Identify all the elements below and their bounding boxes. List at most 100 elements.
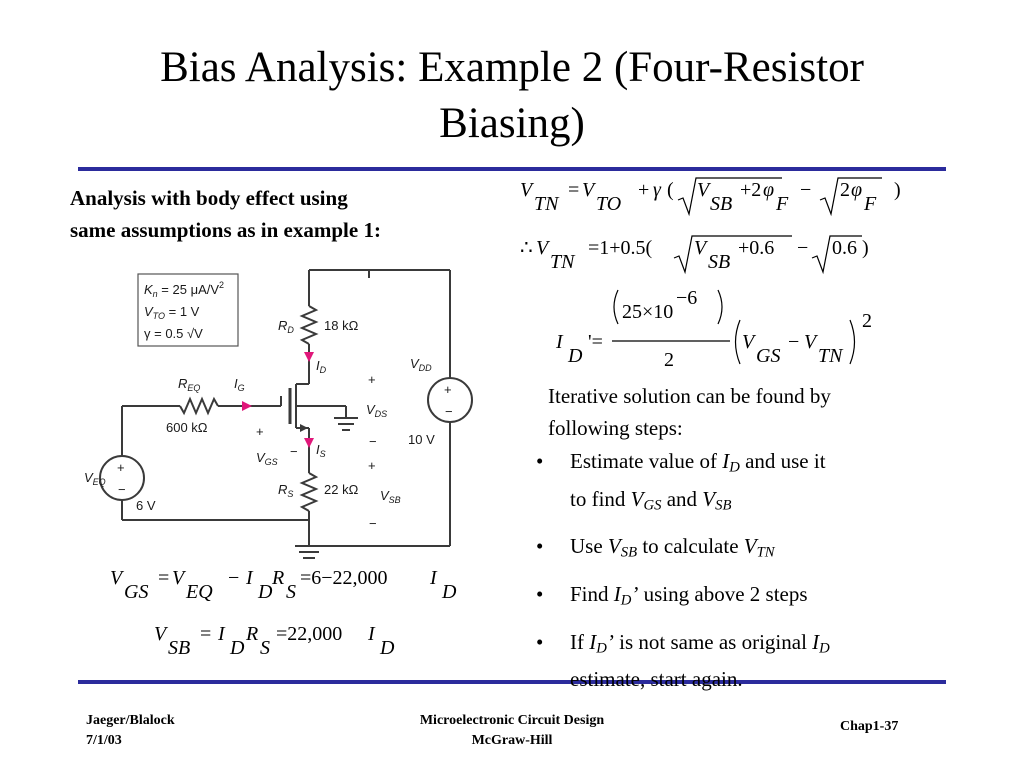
veq-sym: V	[172, 567, 187, 589]
resistor-rs	[299, 472, 319, 512]
footer-center: Microelectronic Circuit Design McGraw-Hi…	[362, 711, 662, 751]
vgs-minus: −	[290, 444, 298, 459]
step-text: If	[570, 629, 590, 654]
rs-sub: S	[286, 581, 296, 603]
mosfet-arrow-icon	[300, 424, 308, 432]
list-item: • Use VSB to calculate VTN	[532, 531, 942, 569]
step-text: and	[661, 486, 703, 511]
step-text: to find	[570, 486, 631, 511]
vgs-rhs: =6−22,000	[300, 567, 388, 589]
sym: V	[743, 534, 757, 559]
id-sym: I	[555, 331, 564, 353]
title-line-2: Biasing)	[439, 100, 585, 147]
params-text: Kn = 25 μA/V2 VTO = 1 V γ = 0.5 √V	[144, 280, 224, 341]
label-is: IS	[316, 442, 326, 459]
phi-sub: F	[775, 193, 789, 215]
circuit-diagram: Kn = 25 μA/V2 VTO = 1 V γ = 0.5 √V RD 18…	[84, 269, 473, 559]
sub: D	[596, 640, 607, 657]
vsb-sub: SB	[710, 193, 732, 215]
list-item: • Estimate value of ID and use it to fin…	[532, 446, 942, 521]
minus-sign: −	[228, 567, 239, 589]
vsb-sym: V	[697, 179, 712, 201]
id-sym-2: I	[429, 567, 438, 589]
vsb-plus: +	[368, 458, 376, 473]
vtn-sym: V	[804, 331, 819, 353]
id-sub: D	[567, 345, 583, 367]
big-close-paren	[849, 319, 856, 365]
vgs-sym: V	[742, 331, 757, 353]
label-veq: VEQ	[84, 470, 106, 487]
id-sub: D	[229, 637, 245, 659]
id-sym-2: I	[367, 623, 376, 645]
vtn-sub: TN	[534, 193, 560, 215]
sqrt-icon	[677, 177, 782, 217]
veq-sub: EQ	[185, 581, 213, 603]
equations-right: V TN = V TO + γ ( V SB +2 φ F − 2 φ F ) …	[520, 177, 901, 371]
rs-sym: R	[271, 567, 284, 589]
close-paren: )	[862, 237, 869, 259]
footer-publisher: McGraw-Hill	[471, 733, 553, 748]
num-text: 25×10	[622, 301, 673, 323]
equations-bottom: V GS = V EQ − I D R S =6−22,000 I D V SB…	[110, 567, 457, 659]
iterative-lead: Iterative solution can be found by follo…	[548, 380, 942, 444]
circuit-wires	[99, 269, 473, 559]
label-rd: RD	[278, 318, 294, 335]
resistor-req	[179, 396, 219, 416]
plus-two: +2	[740, 179, 761, 201]
label-vgs: VGS	[256, 450, 278, 467]
sym: V	[702, 486, 716, 511]
sub: SB	[620, 545, 638, 562]
vgs-sub: GS	[124, 581, 148, 603]
id-sub: D	[257, 581, 273, 603]
list-item: • Find ID’ using above 2 steps	[532, 579, 942, 617]
sub: D	[729, 459, 740, 476]
therefore-icon: ∴	[520, 237, 533, 259]
label-ig: IG	[234, 376, 245, 393]
param-kn: Kn = 25 μA/V2	[144, 280, 224, 299]
lead-line-1: Iterative solution can be found by	[548, 384, 831, 408]
footer-authors: Jaeger/Blalock	[86, 713, 175, 728]
label-vds: VDS	[366, 402, 387, 419]
vsb-sub: SB	[708, 251, 730, 273]
id-sub-2: D	[441, 581, 457, 603]
vsb-sym: V	[154, 623, 169, 645]
eq-sign: =	[200, 623, 211, 645]
slide-title: Bias Analysis: Example 2 (Four-Resistor …	[0, 40, 1024, 152]
vtn-sym: V	[520, 179, 535, 201]
intro-line-2: same assumptions as in example 1:	[70, 218, 381, 242]
vtn-sub: TN	[550, 251, 576, 273]
steps-list: • Estimate value of ID and use it to fin…	[532, 446, 942, 695]
num-exp: −6	[676, 287, 697, 309]
prime-eq: '=	[588, 331, 603, 353]
equation-vgs: V GS = V EQ − I D R S =6−22,000 I D	[110, 567, 457, 603]
prime: ’	[606, 629, 614, 654]
params-box	[137, 273, 239, 347]
label-id: ID	[316, 358, 327, 375]
two: 2	[840, 179, 850, 201]
num-open-paren	[613, 289, 619, 325]
arrow-id-icon	[304, 352, 314, 362]
plus-sign: +	[638, 179, 649, 201]
sym: I	[722, 449, 730, 473]
rs-sub: S	[260, 637, 270, 659]
sqrt-icon-4	[811, 235, 862, 275]
label-rs-val: 22 kΩ	[324, 482, 359, 497]
square-exp: 2	[862, 310, 872, 332]
gamma-sym: γ	[653, 179, 662, 201]
label-req-val: 600 kΩ	[166, 420, 208, 435]
sym: I	[812, 629, 820, 654]
label-rd-val: 18 kΩ	[324, 318, 359, 333]
sub: D	[819, 640, 830, 657]
vds-minus: −	[369, 434, 377, 449]
param-vto: VTO = 1 V	[144, 304, 200, 321]
minus-sign: −	[800, 179, 811, 201]
equation-id-prime: I D '= 25×10 −6 2 V GS − V TN 2	[555, 287, 872, 371]
vto-sub: TO	[596, 193, 621, 215]
vds-plus: +	[368, 372, 376, 387]
current-arrows	[242, 352, 314, 448]
label-vdd-val: 10 V	[408, 432, 435, 447]
sub: D	[620, 592, 632, 609]
numeric-head: =1+0.5(	[588, 237, 653, 259]
vgs-sym: V	[110, 567, 125, 589]
intro-text: Analysis with body effect using same ass…	[70, 182, 500, 246]
